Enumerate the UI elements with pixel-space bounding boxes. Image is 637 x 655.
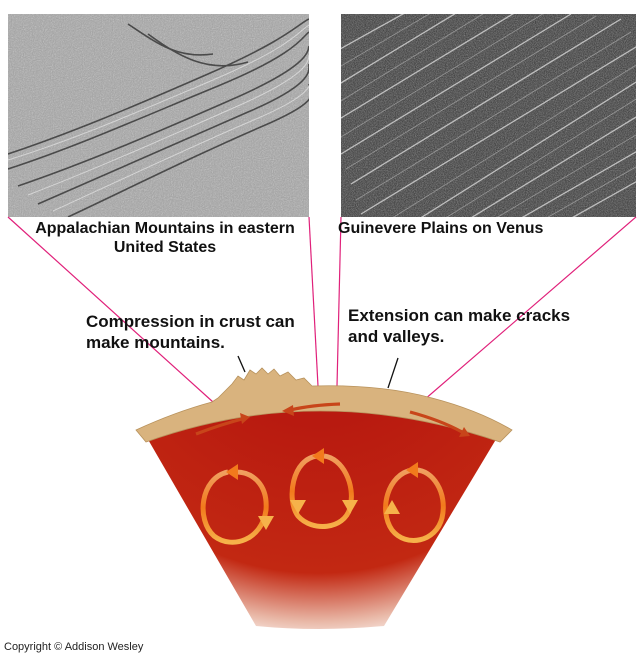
leader-line-guinevere-left (337, 217, 341, 386)
guinevere-caption: Guinevere Plains on Venus (338, 219, 634, 238)
appalachian-caption: Appalachian Mountains in eastern United … (20, 219, 310, 257)
mantle-region (146, 410, 498, 629)
extension-label: Extension can make cracks and valleys. (348, 305, 588, 347)
leader-line-appalachian-right (309, 217, 318, 386)
compression-label: Compression in crust can make mountains. (86, 311, 326, 353)
compression-pointer (238, 356, 245, 372)
extension-pointer (388, 358, 398, 388)
copyright-notice: Copyright © Addison Wesley (4, 641, 143, 653)
